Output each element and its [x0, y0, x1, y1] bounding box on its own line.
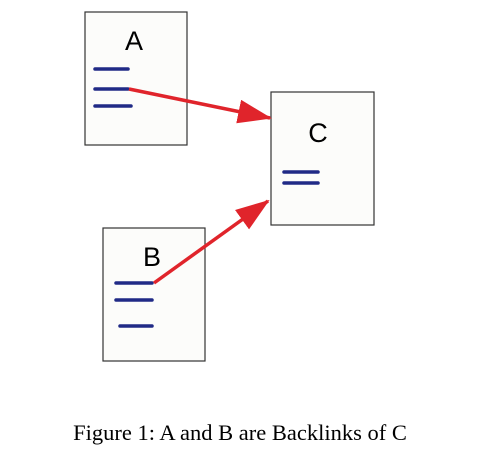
page-c-label: C: [308, 118, 328, 148]
page-a: A: [84, 11, 188, 146]
page-c: C: [270, 91, 375, 226]
page-c-text-lines: [282, 170, 320, 185]
link-arrow-a-to-c: [128, 87, 272, 124]
page-b-text-lines: [114, 281, 154, 328]
page-b: B: [102, 227, 206, 362]
figure-caption: Figure 1: A and B are Backlinks of C: [73, 420, 407, 445]
page-a-label: A: [125, 26, 143, 56]
page-b-label: B: [143, 242, 161, 272]
page-a-text-lines: [93, 67, 133, 108]
link-arrow-b-to-c: [152, 199, 270, 285]
backlinks-diagram: A C B: [84, 11, 375, 362]
